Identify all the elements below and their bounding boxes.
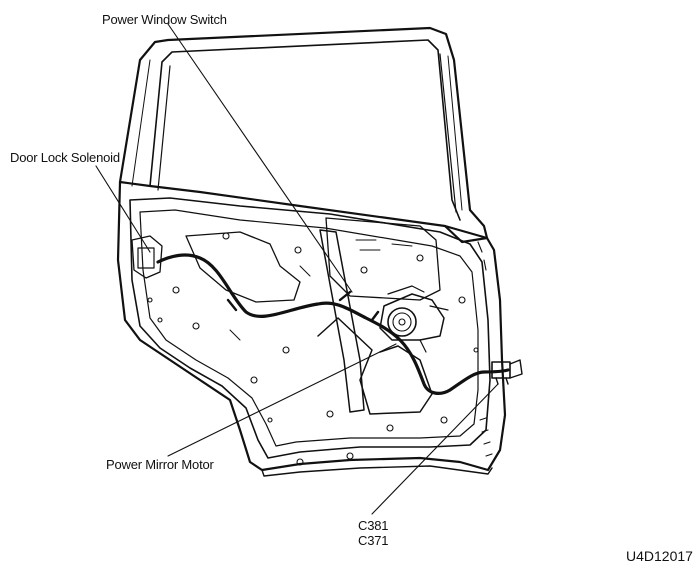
window-motor-body [379, 293, 445, 341]
leader-connector [371, 383, 499, 515]
frame-channel [131, 55, 463, 211]
window-frame [118, 26, 489, 244]
window-motor-gear [387, 307, 417, 337]
panel-ribs [229, 239, 413, 341]
window-frame-inner [149, 39, 461, 221]
wiring-harness [156, 253, 510, 395]
latch-plate [137, 247, 155, 269]
leader-door-lock-solenoid [95, 165, 151, 253]
label-connector-c381: C381 [358, 518, 389, 533]
label-power-mirror-motor: Power Mirror Motor [106, 457, 214, 472]
leader-power-window-switch [167, 23, 353, 293]
figure-id: U4D12017 [626, 548, 693, 564]
label-connector-c371: C371 [358, 533, 389, 548]
label-power-window-switch: Power Window Switch [102, 12, 227, 27]
upper-cutout [185, 231, 301, 303]
access-cutout [317, 317, 433, 415]
door-sill [261, 465, 493, 477]
window-glass-edge [157, 53, 457, 213]
leader-power-mirror-motor [167, 343, 397, 457]
latch-area [131, 235, 163, 279]
trim-contour [139, 209, 479, 447]
regulator-rail [319, 229, 365, 413]
label-door-lock-solenoid: Door Lock Solenoid [10, 150, 120, 165]
upper-cutout-2 [325, 217, 441, 301]
panel-fastener-holes [147, 232, 479, 466]
door-edge-slots [477, 241, 493, 457]
door-outer-shell [116, 180, 507, 472]
door-inner-panel [129, 197, 491, 459]
connector-c381-c371 [491, 361, 511, 379]
